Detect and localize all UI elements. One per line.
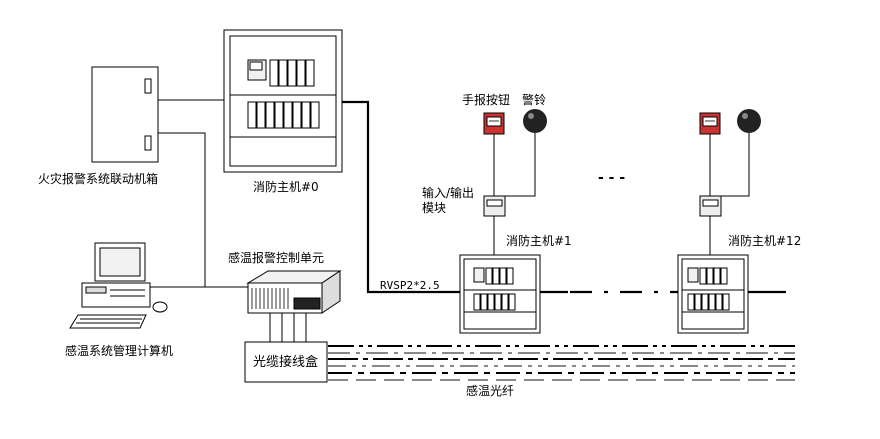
- control-unit-icon: [246, 270, 342, 314]
- label-sensing-fiber: 感温光纤: [466, 384, 515, 398]
- bus-cable: [342, 100, 786, 294]
- io-module-icon: [483, 195, 506, 217]
- label-manual-button: 手报按钮: [462, 93, 511, 107]
- cabinet-icon: [91, 66, 159, 163]
- computer-icon: [69, 242, 168, 329]
- control-unit-slots: [251, 288, 289, 309]
- manual-call-point-icon: [483, 112, 505, 135]
- alarm-bell-icon: [523, 109, 547, 133]
- fire-panel-icon: [677, 254, 749, 334]
- label-cable-spec: RVSP2*2.5: [380, 279, 440, 292]
- main0-bottom-modules: [247, 101, 320, 129]
- io-module-icon: [699, 195, 722, 217]
- label-io-module-line2: 模块: [422, 201, 447, 215]
- label-io-module-line1: 输入/输出: [422, 186, 475, 200]
- label-computer: 感温系统管理计算机: [65, 344, 174, 358]
- fire-panel-icon: [459, 254, 541, 334]
- bus-main0-to-main1: [342, 100, 460, 294]
- label-linkage-box: 火灾报警系统联动机箱: [38, 172, 159, 186]
- wire-bell12-to-module12: [721, 132, 750, 197]
- label-junction-box: 光缆接线盒: [253, 355, 319, 370]
- connection-wires: [150, 99, 750, 342]
- junction-box: [244, 341, 328, 383]
- label-main-unit-0: 消防主机#0: [253, 180, 319, 194]
- label-control-unit: 感温报警控制单元: [228, 251, 325, 265]
- wire-bell-to-module: [505, 132, 536, 197]
- label-alarm-bell: 警铃: [522, 93, 547, 107]
- label-ellipsis: - - -: [598, 170, 626, 186]
- sensing-fiber-lines: [328, 345, 795, 381]
- label-main-unit-12: 消防主机#12: [728, 234, 802, 248]
- alarm-bell-icon: [737, 109, 761, 133]
- label-io-module: 输入/输出 模块: [422, 186, 474, 216]
- main0-top-modules: [269, 59, 315, 87]
- label-main-unit-1: 消防主机#1: [506, 234, 572, 248]
- manual-call-point-icon: [699, 112, 721, 135]
- fire-panel-icon: [223, 29, 343, 173]
